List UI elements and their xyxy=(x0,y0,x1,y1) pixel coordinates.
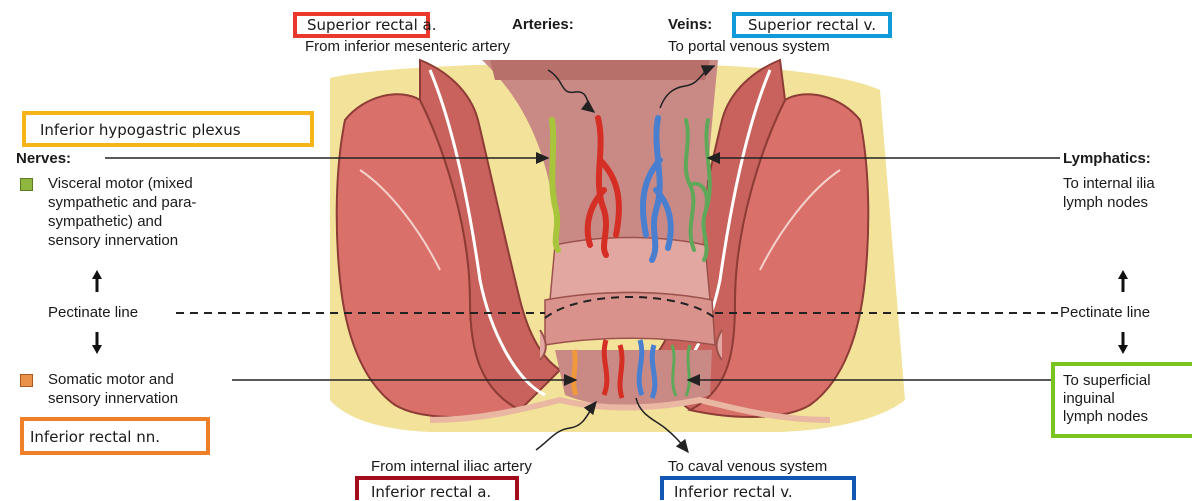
nerves-heading: Nerves: xyxy=(16,150,71,168)
inferior-hypogastric-plexus-box: Inferior hypogastric plexus xyxy=(22,111,314,147)
nerve-somatic xyxy=(574,350,576,395)
anal-canal-upper xyxy=(550,238,710,301)
pectinate-line-left-label: Pectinate line xyxy=(48,304,138,322)
visceral-motor-swatch xyxy=(20,178,33,191)
left-down-arrow xyxy=(90,330,104,356)
left-up-arrow xyxy=(90,268,104,294)
visceral-motor-line4: sensory innervation xyxy=(48,232,178,250)
to-superficial-line2: inguinal xyxy=(1063,390,1192,408)
right-up-arrow xyxy=(1116,268,1130,294)
from-internal-iliac-label: From internal iliac artery xyxy=(371,458,532,476)
visceral-motor-line3: sympathetic) and xyxy=(48,213,162,231)
superior-rectal-vein-box: Superior rectal v. xyxy=(732,12,892,38)
to-internal-iliac-line2: lymph nodes xyxy=(1063,194,1148,212)
somatic-motor-line2: sensory innervation xyxy=(48,390,178,408)
to-internal-iliac-line1: To internal ilia xyxy=(1063,175,1155,193)
inferior-rectal-artery-box: Inferior rectal a. xyxy=(355,476,519,500)
superior-rectal-artery-box: Superior rectal a. xyxy=(293,12,430,38)
to-portal-label: To portal venous system xyxy=(668,38,830,56)
to-caval-label: To caval venous system xyxy=(668,458,827,476)
somatic-motor-line1: Somatic motor and xyxy=(48,371,174,389)
to-superficial-line1: To superficial xyxy=(1063,372,1192,390)
from-inferior-mesenteric-label: From inferior mesenteric artery xyxy=(305,38,510,56)
arteries-heading: Arteries: xyxy=(512,16,574,34)
right-down-arrow xyxy=(1116,330,1130,356)
inferior-rectal-nerves-box: Inferior rectal nn. xyxy=(20,417,210,455)
visceral-motor-line1: Visceral motor (mixed xyxy=(48,175,193,193)
anal-canal-lower xyxy=(545,293,715,346)
veins-heading: Veins: xyxy=(668,16,712,34)
somatic-motor-swatch xyxy=(20,374,33,387)
lymphatics-heading: Lymphatics: xyxy=(1063,150,1151,168)
visceral-motor-line2: sympathetic and para- xyxy=(48,194,196,212)
pectinate-line-right-label: Pectinate line xyxy=(1060,304,1150,322)
to-superficial-line3: lymph nodes xyxy=(1063,408,1192,426)
to-superficial-inguinal-box: To superficial inguinal lymph nodes xyxy=(1051,362,1192,438)
inferior-rectal-vein-box: Inferior rectal v. xyxy=(660,476,856,500)
